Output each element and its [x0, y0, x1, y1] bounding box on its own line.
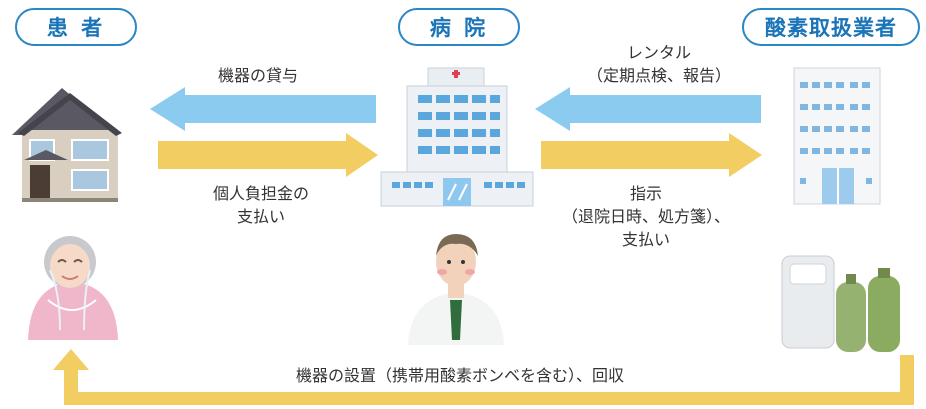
- supplier-header-label: 酸素取扱業者: [765, 16, 897, 40]
- rental-label: レンタル （定期点検、報告）: [574, 41, 744, 87]
- house-icon: [12, 88, 122, 202]
- rental-arrow: [535, 87, 761, 131]
- equipment-loan-label: 機器の貸与: [178, 64, 338, 87]
- instruction-label: 指示 （退院日時、処方箋）、 支払い: [546, 182, 746, 251]
- elderly-patient-icon: [28, 236, 118, 340]
- equipment-loan-arrow: [150, 87, 376, 131]
- installation-label: 機器の設置（携帯用酸素ボンベを含む）、回収: [220, 364, 700, 387]
- rental-line1: レンタル: [626, 43, 691, 62]
- installation-arrow: [53, 349, 914, 405]
- instruction-line3: 支払い: [621, 230, 670, 249]
- hospital-header-label: 病 院: [429, 16, 489, 40]
- instruction-line1: 指示: [629, 184, 662, 203]
- patient-header-label: 患 者: [46, 16, 106, 40]
- hospital-icon: [380, 67, 534, 207]
- supplier-header: 酸素取扱業者: [742, 8, 920, 46]
- copay-line1: 個人負担金の: [212, 184, 309, 203]
- equipment-loan-text: 機器の貸与: [217, 66, 298, 85]
- oxygen-concentrator-icon: [781, 255, 900, 352]
- doctor-icon: [408, 234, 504, 345]
- copay-arrow: [158, 133, 378, 177]
- instruction-line2: （退院日時、処方箋）、: [561, 207, 730, 226]
- instruction-arrow: [541, 133, 762, 177]
- rental-line2: （定期点検、報告）: [586, 66, 731, 85]
- copay-label: 個人負担金の 支払い: [186, 182, 336, 228]
- installation-text: 機器の設置（携帯用酸素ボンベを含む）、回収: [295, 366, 624, 385]
- hospital-header: 病 院: [398, 8, 520, 46]
- copay-line2: 支払い: [236, 207, 285, 226]
- patient-header: 患 者: [15, 8, 137, 46]
- office-building-icon: [793, 67, 881, 205]
